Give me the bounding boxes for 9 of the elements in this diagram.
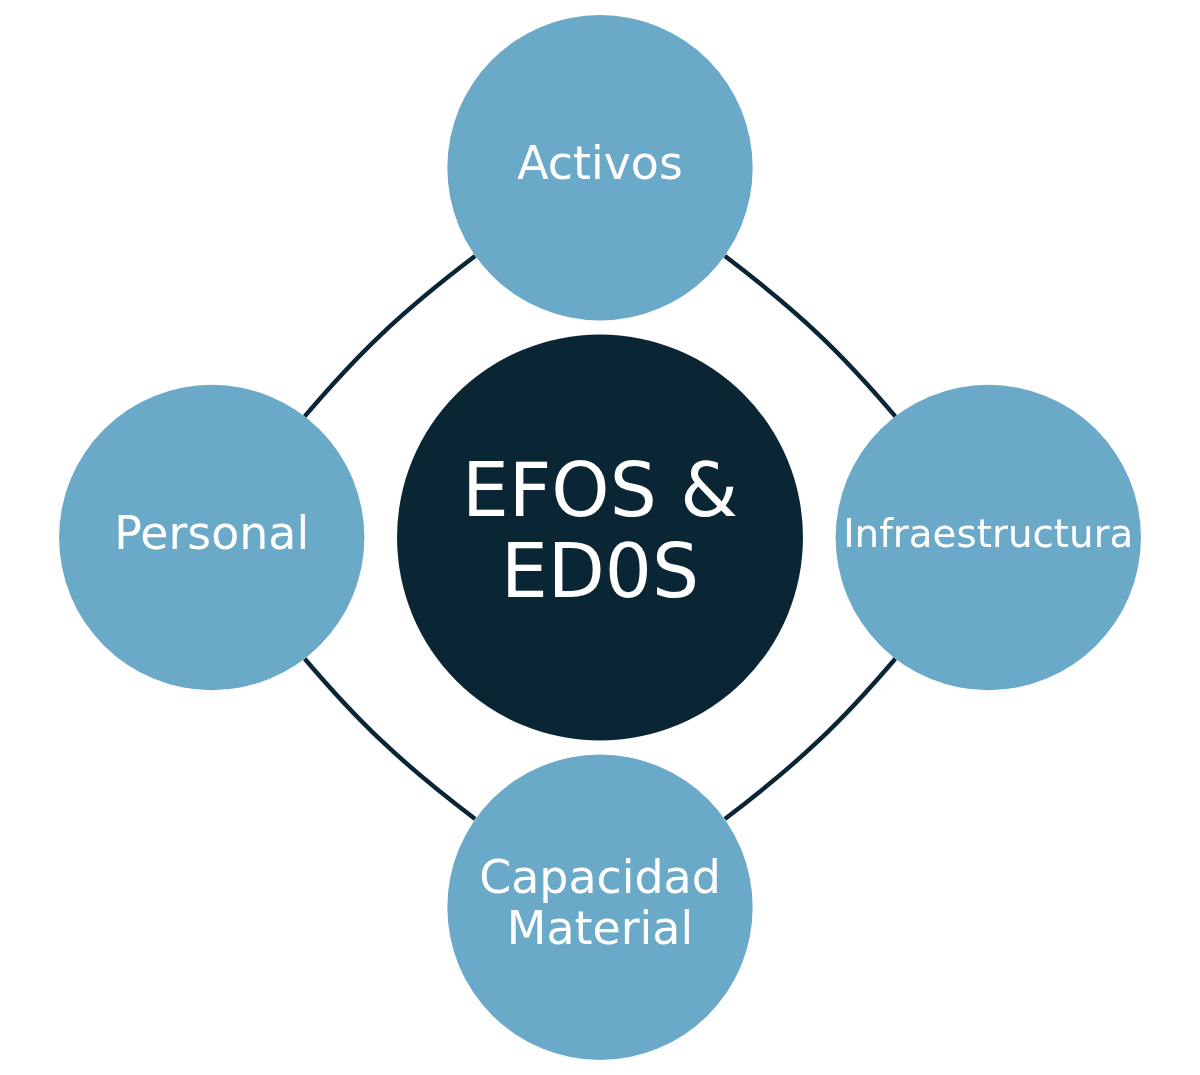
connector xyxy=(303,254,477,418)
node-circle: Activos xyxy=(447,15,753,321)
node-circle: Personal xyxy=(59,384,365,691)
connector xyxy=(303,657,477,821)
node-circle: EFOS & ED0S xyxy=(397,334,803,741)
connector xyxy=(723,657,897,821)
node-circle: Infraestructura xyxy=(835,384,1141,691)
node-circle: Capacidad Material xyxy=(447,754,753,1060)
connector xyxy=(723,254,897,418)
